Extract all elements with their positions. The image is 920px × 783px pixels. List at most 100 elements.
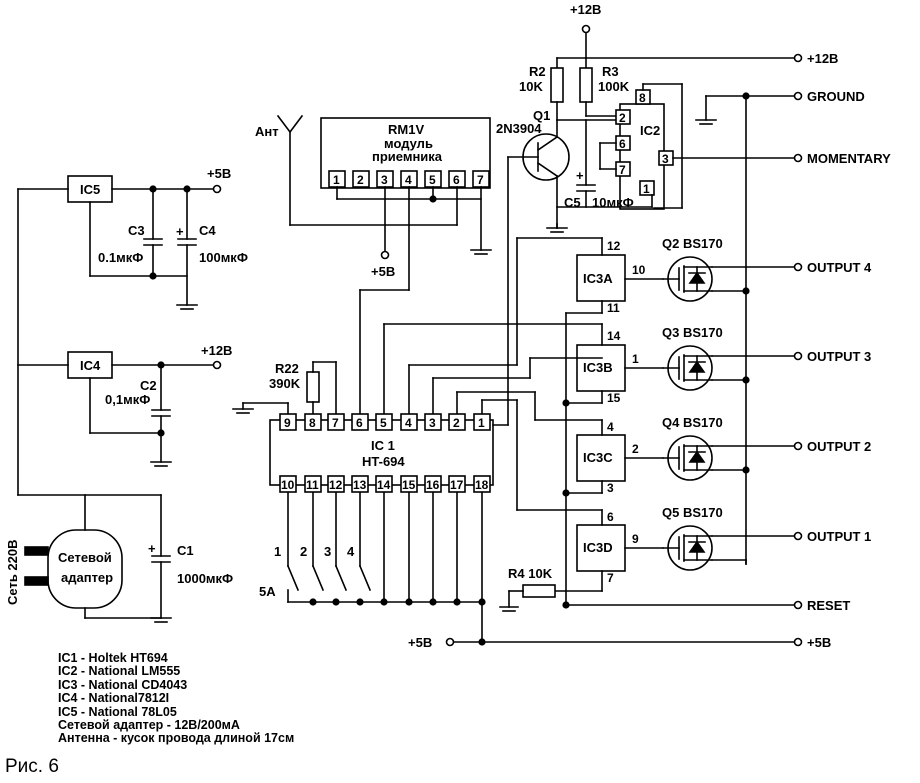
note-adapter: Сетевой адаптер - 12В/200мА [58,718,240,733]
rm1v-pin3: 3 [381,173,388,187]
r3-name: R3 [602,64,619,79]
r4-label: R4 10K [508,566,553,581]
c4-name: C4 [199,223,216,238]
plus12-rail-label: +12B [807,51,838,66]
c1-name: C1 [177,543,194,558]
ic2-pin6: 6 [619,137,626,151]
ic2-pin8: 8 [639,91,646,105]
note-ic2: IC2 - National LM555 [58,664,181,679]
ic5-plus5-label: +5B [207,166,231,181]
ic1-pin2: 2 [453,416,460,430]
output4-label: OUTPUT 4 [807,260,872,275]
ic1-pin4: 4 [405,416,412,430]
q4-label: Q4 BS170 [662,415,723,430]
adapter-line1: Сетевой [58,550,112,565]
ic1-pin14: 14 [377,478,391,492]
output1-label: OUTPUT 1 [807,529,871,544]
ic1-pin16: 16 [426,478,440,492]
ic3a-in-pin: 12 [607,239,621,253]
ic1-pin11: 11 [306,478,319,492]
c4-plus: + [176,224,184,239]
rm1v-pin1: 1 [333,173,340,187]
top-12v-label: +12B [570,2,601,17]
note-ic4: IC4 - National7812I [58,691,170,706]
c2-value: 0,1мкФ [105,392,150,407]
ic5-label: IC5 [80,182,100,197]
ic1-part: HT-694 [362,454,405,469]
ground-label: GROUND [807,89,865,104]
q5-label: Q5 BS170 [662,505,723,520]
r2-name: R2 [529,64,546,79]
ic3b-sub-pin: 15 [607,391,621,405]
c1-value: 1000мкФ [177,571,233,586]
ic1-pin9: 9 [284,416,291,430]
q1-part: 2N3904 [496,121,542,136]
rm1v-name: RM1V [388,122,424,137]
ic2-pin3: 3 [662,152,669,166]
ic3d-in-pin: 6 [607,510,614,524]
ic3a-name: IC3A [583,271,613,286]
ic1-pin8: 8 [309,416,316,430]
ic3c-in-pin: 4 [607,420,614,434]
ic1-pin13: 13 [353,478,367,492]
adapter-line2: адаптер [61,570,113,585]
ic1-pin12: 12 [329,478,343,492]
r22-value: 390K [269,376,301,391]
ic3a-out-pin: 10 [632,263,646,277]
note-ic1: IC1 - Holtek HT694 [58,651,168,665]
note-antenna: Антенна - кусок провода длиной 17см [58,731,295,746]
plus5-right-label: +5B [807,635,831,650]
ic1-pin10: 10 [281,478,295,492]
switch-label-3: 3 [324,544,331,559]
c1-plus: + [148,541,156,556]
switch-label-1: 1 [274,544,281,559]
c3-value: 0.1мкФ [98,250,143,265]
note-ic5: IC5 - National 78L05 [58,704,177,719]
ic3a-sub-pin: 11 [607,301,620,315]
rm1v-pin6: 6 [453,173,460,187]
ic3b-name: IC3B [583,360,613,375]
rx-plus5-label: +5B [371,264,395,279]
ic2-pin1: 1 [643,182,650,196]
switch-group-label: 5A [259,584,276,599]
rm1v-pin7: 7 [477,173,484,187]
q3-label: Q3 BS170 [662,325,723,340]
ic1-pin17: 17 [450,478,464,492]
q2-label: Q2 BS170 [662,236,723,251]
ic3b-out-pin: 1 [632,352,639,366]
ic3c-sub-pin: 3 [607,481,614,495]
ic1-name: IC 1 [371,438,395,453]
c5-plus: + [576,168,584,183]
output3-label: OUTPUT 3 [807,349,871,364]
switch-label-2: 2 [300,544,307,559]
plus5-left-label: +5B [408,635,432,650]
rm1v-line2: модуль [384,136,433,151]
ic3d-sub-pin: 7 [607,571,614,585]
ic3d-out-pin: 9 [632,532,639,546]
r2-value: 10K [519,79,543,94]
ic3c-out-pin: 2 [632,442,639,456]
rm1v-pin5: 5 [429,173,436,187]
figure-caption: Рис. 6 [5,756,59,777]
ic3b-in-pin: 14 [607,329,621,343]
ic1-pin18: 18 [475,478,489,492]
output2-label: OUTPUT 2 [807,439,871,454]
momentary-label: MOMENTARY [807,151,891,166]
r22-name: R22 [275,361,299,376]
c4-value: 100мкФ [199,250,248,265]
mains-label: Сеть 220В [5,540,20,606]
note-ic3: IC3 - National CD4043 [58,677,188,692]
ic3d-name: IC3D [583,540,613,555]
c2-name: C2 [140,378,157,393]
reset-label: RESET [807,598,850,613]
ic2-name: IC2 [640,123,660,138]
c5-value: 10мкФ [592,195,634,210]
q1-name: Q1 [533,108,550,123]
ic1-pin1: 1 [478,416,485,430]
ic4-plus12-label: +12B [201,343,232,358]
ic1-pin5: 5 [380,416,387,430]
ic2-pin7: 7 [619,163,626,177]
rm1v-line3: приемника [372,149,443,164]
ic3c-name: IC3C [583,450,613,465]
